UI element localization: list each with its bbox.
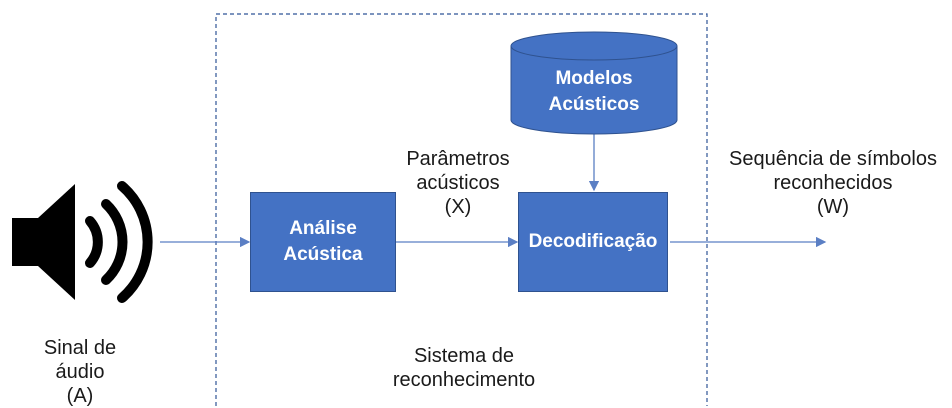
input-label: Sinal de áudio (A): [20, 336, 140, 408]
output-line1: Sequência de símbolos: [729, 148, 937, 170]
models-line2: Acústicos: [548, 94, 640, 115]
input-line2: áudio: [55, 361, 105, 383]
models-database-cylinder: [510, 31, 678, 135]
params-label: Parâmetros acústicos (X): [384, 147, 532, 219]
input-line3: (A): [66, 385, 94, 407]
boundary-line1: Sistema de: [413, 345, 515, 367]
boundary-label: Sistema de reconhecimento: [384, 344, 544, 392]
models-node-label: Modelos Acústicos: [511, 66, 677, 118]
analysis-node: Análise Acústica: [250, 192, 396, 292]
output-line3: (W): [816, 196, 850, 218]
input-line1: Sinal de: [43, 337, 117, 359]
output-label: Sequência de símbolos reconhecidos (W): [718, 147, 948, 219]
decoding-node: Decodificação: [518, 192, 668, 292]
boundary-line2: reconhecimento: [392, 369, 536, 391]
system-boundary: [215, 13, 708, 406]
params-line3: (X): [444, 196, 472, 218]
output-line2: reconhecidos: [773, 172, 893, 194]
params-line2: acústicos: [416, 172, 500, 194]
speaker-icon: [12, 181, 153, 303]
decoding-label: Decodificação: [528, 231, 658, 252]
analysis-line1: Análise: [289, 218, 357, 239]
analysis-line2: Acústica: [283, 244, 363, 265]
params-line1: Parâmetros: [406, 148, 510, 170]
models-line1: Modelos: [555, 68, 633, 89]
